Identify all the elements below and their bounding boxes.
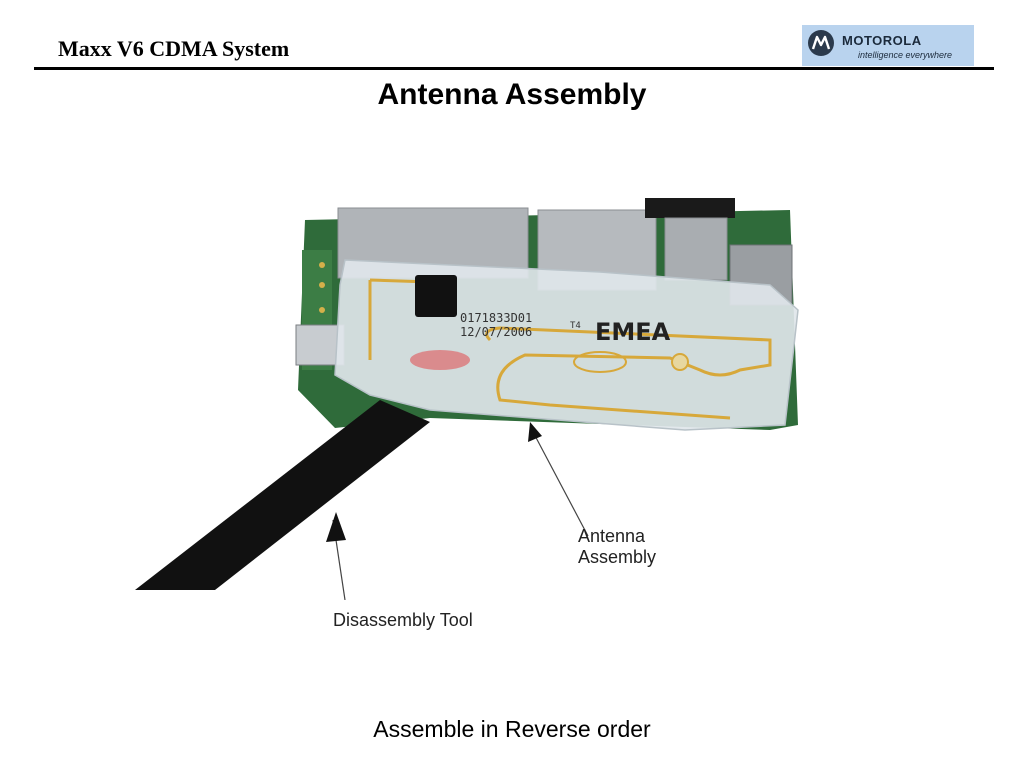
disassembly-tool xyxy=(135,400,430,590)
antenna-leader-line xyxy=(531,429,589,537)
tool-leader-arrow xyxy=(326,512,346,542)
photo-mark: T4 xyxy=(570,321,581,331)
header-title: Maxx V6 CDMA System xyxy=(58,36,290,61)
slide-title: Antenna Assembly xyxy=(377,78,647,111)
logo-name: MOTOROLA xyxy=(842,33,922,48)
footer-note: Assemble in Reverse order xyxy=(373,716,651,742)
connector-black xyxy=(645,198,735,218)
callout-antenna-line1: Antenna xyxy=(578,526,646,546)
motorola-logo: MOTOROLA intelligence everywhere xyxy=(802,25,974,66)
photo-part-number: 0171833D01 xyxy=(460,311,532,325)
callout-antenna-line2: Assembly xyxy=(578,547,657,567)
photo-date: 12/07/2006 xyxy=(460,325,532,339)
photo-region: EMEA xyxy=(595,318,671,346)
rf-shield-right xyxy=(664,217,728,281)
motorola-m-icon xyxy=(808,30,834,56)
header-rule xyxy=(34,67,994,70)
antenna-leader-arrow xyxy=(528,422,542,442)
logo-tagline: intelligence everywhere xyxy=(858,50,953,60)
callout-antenna-assembly: Antenna Assembly xyxy=(578,526,656,568)
antenna-assembly-photo: 0171833D01 12/07/2006 T4 EMEA xyxy=(135,198,799,600)
callout-disassembly-tool: Disassembly Tool xyxy=(333,610,473,630)
antenna-contact-block xyxy=(415,275,457,317)
antenna-carrier: 0171833D01 12/07/2006 T4 EMEA xyxy=(334,259,799,431)
